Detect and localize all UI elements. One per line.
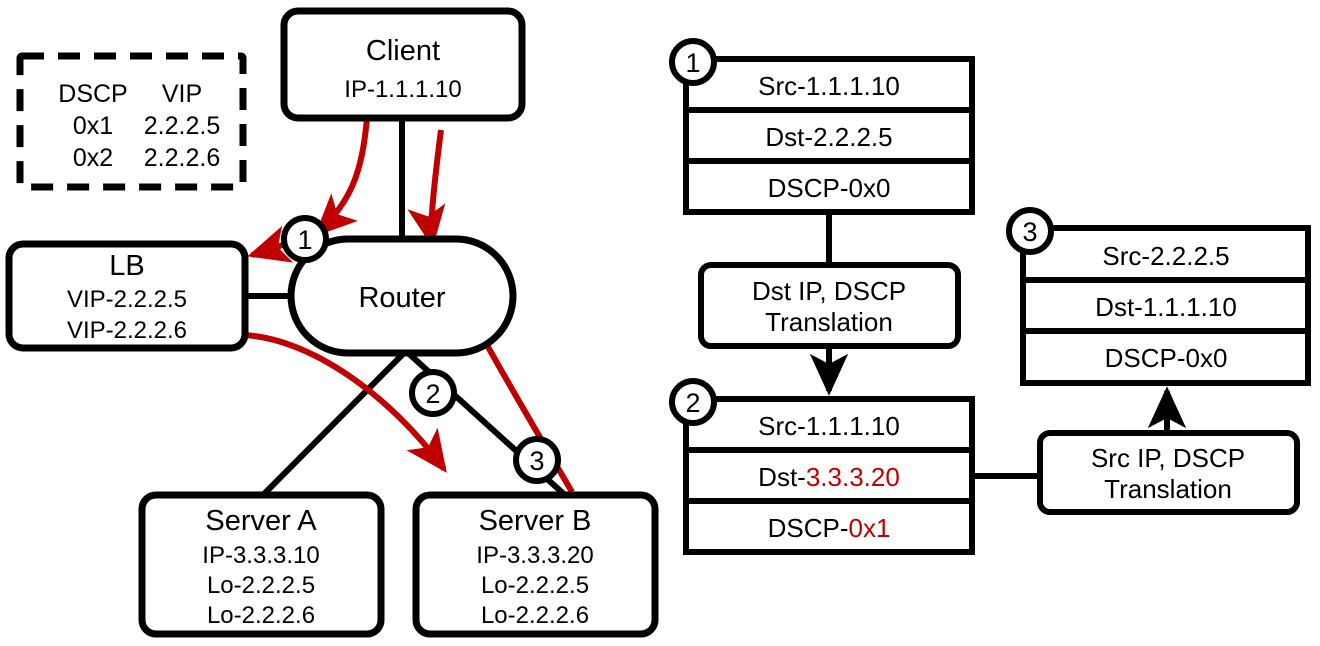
packet-3-row-0-value: 2.2.2.5 <box>1150 241 1230 271</box>
packet-1-row-1-value: 2.2.2.5 <box>813 122 893 152</box>
flow-3-router-to-client <box>407 129 446 248</box>
step-3-circle <box>513 436 561 484</box>
dst-translation-box <box>698 262 961 349</box>
dst-translation-line-2: Translation <box>765 307 893 337</box>
node-router[interactable]: Router <box>287 235 517 357</box>
packet-table-2: Src-1.1.1.10 Dst-3.3.3.20 DSCP-0x1 2 <box>669 378 975 555</box>
packet-2-marker-label: 2 <box>685 388 700 418</box>
lb-box[interactable] <box>5 240 249 352</box>
client-ip: IP-1.1.1.10 <box>344 76 461 103</box>
src-translation-box <box>1037 430 1300 515</box>
packet-1-row-2: DSCP-0x0 <box>768 173 891 203</box>
legend-dashed-border <box>16 52 247 191</box>
packet-1-marker-label: 1 <box>685 48 700 78</box>
packet-2-row-1: Dst-3.3.3.20 <box>758 462 900 492</box>
packet-2-row-2: DSCP-0x1 <box>768 513 891 543</box>
step-2-label: 2 <box>425 379 440 409</box>
legend-header-vip: VIP <box>162 80 202 108</box>
lb-title: LB <box>109 250 144 282</box>
packet-1-row-0-label: Src- <box>758 71 806 101</box>
step-1-circle <box>281 215 329 263</box>
topology-step-marker-1: 1 <box>281 215 329 263</box>
server-b-title: Server B <box>479 505 592 537</box>
legend-row0-dscp: 0x1 <box>73 112 113 140</box>
packet-table-1: Src-1.1.1.10 Dst-2.2.2.5 DSCP-0x0 1 <box>669 38 975 215</box>
packet-2-row-1-label: Dst- <box>758 462 806 492</box>
client-title: Client <box>366 35 440 67</box>
packet-1-marker-circle <box>669 38 717 86</box>
packet-connectors <box>809 212 1187 479</box>
node-server-a[interactable]: Server A IP-3.3.3.10 Lo-2.2.2.5 Lo-2.2.2… <box>138 491 385 638</box>
legend-row1-vip: 2.2.2.6 <box>144 144 220 172</box>
topology-step-marker-3: 3 <box>513 436 561 484</box>
router-pill[interactable] <box>287 235 517 357</box>
packet-2-row-1-value: 3.3.3.20 <box>806 462 900 492</box>
packet-table-3: Src-2.2.2.5 Dst-1.1.1.10 DSCP-0x0 3 <box>1006 207 1311 386</box>
flow-1-client-to-lb <box>314 117 370 237</box>
packet-2-marker-circle <box>669 378 717 426</box>
server-b-lo-1: Lo-2.2.2.5 <box>481 572 589 599</box>
packet-1-row-2-label: DSCP- <box>768 173 849 203</box>
packet-3-row-2-label: DSCP- <box>1105 343 1186 373</box>
src-translation-line-1: Src IP, DSCP <box>1091 443 1245 473</box>
packet-1-row-1: Dst-2.2.2.5 <box>765 122 892 152</box>
dscp-vip-legend: DSCP VIP 0x1 2.2.2.5 0x2 2.2.2.6 <box>16 52 247 191</box>
server-b-box[interactable] <box>412 491 659 638</box>
server-a-lo-2: Lo-2.2.2.6 <box>207 602 315 629</box>
translation-box-dst: Dst IP, DSCP Translation <box>698 262 961 349</box>
lb-vip-2: VIP-2.2.2.6 <box>67 317 187 344</box>
topology-step-marker-2: 2 <box>409 369 457 417</box>
packet-1-row-0: Src-1.1.1.10 <box>758 71 900 101</box>
packet-2-row-2-label: DSCP- <box>768 513 849 543</box>
node-lb[interactable]: LB VIP-2.2.2.5 VIP-2.2.2.6 <box>5 240 249 352</box>
legend-row0-vip: 2.2.2.5 <box>144 112 220 140</box>
packet-3-row-2: DSCP-0x0 <box>1105 343 1228 373</box>
packet-2-row-0-label: Src- <box>758 411 806 441</box>
packet-3-outer <box>1020 225 1311 386</box>
flow-2-lb-to-serverb <box>242 332 447 473</box>
legend-header-dscp: DSCP <box>58 80 127 108</box>
packet-2-outer <box>683 396 975 555</box>
packet-3-row-1-label: Dst- <box>1095 292 1143 322</box>
packet-1-row-2-value: 0x0 <box>848 173 890 203</box>
step-1-label: 1 <box>297 225 312 255</box>
lb-vip-1: VIP-2.2.2.5 <box>67 286 187 313</box>
packet-3-row-1-value: 1.1.1.10 <box>1143 292 1237 322</box>
server-a-lo-1: Lo-2.2.2.5 <box>207 572 315 599</box>
server-b-ip: IP-3.3.3.20 <box>476 542 593 569</box>
translation-box-src: Src IP, DSCP Translation <box>1037 430 1300 515</box>
server-a-ip: IP-3.3.3.10 <box>202 542 319 569</box>
packet-3-row-1: Dst-1.1.1.10 <box>1095 292 1237 322</box>
step-2-circle <box>409 369 457 417</box>
packet-1-row-1-label: Dst- <box>765 122 813 152</box>
packet-3-row-0-label: Src- <box>1102 241 1150 271</box>
link-router-servera <box>259 349 408 499</box>
node-client[interactable]: Client IP-1.1.1.10 <box>280 7 526 122</box>
src-translation-line-2: Translation <box>1104 474 1232 504</box>
node-server-b[interactable]: Server B IP-3.3.3.20 Lo-2.2.2.5 Lo-2.2.2… <box>412 491 659 638</box>
packet-3-row-0: Src-2.2.2.5 <box>1102 241 1229 271</box>
packet-3-row-2-value: 0x0 <box>1185 343 1227 373</box>
router-title: Router <box>358 282 445 314</box>
server-a-title: Server A <box>205 505 317 537</box>
packet-2-row-0-value: 1.1.1.10 <box>806 411 900 441</box>
packet-2-row-0: Src-1.1.1.10 <box>758 411 900 441</box>
dst-translation-line-1: Dst IP, DSCP <box>752 276 906 306</box>
packet-1-row-0-value: 1.1.1.10 <box>806 71 900 101</box>
server-b-lo-2: Lo-2.2.2.6 <box>481 602 589 629</box>
server-a-box[interactable] <box>138 491 385 638</box>
packet-3-marker-circle <box>1006 207 1054 255</box>
packet-1-outer <box>683 56 975 215</box>
packet-2-row-2-value: 0x1 <box>848 513 890 543</box>
client-box[interactable] <box>280 7 526 122</box>
legend-row1-dscp: 0x2 <box>73 144 113 172</box>
packet-3-marker-label: 3 <box>1022 217 1037 247</box>
step-3-label: 3 <box>529 446 544 476</box>
